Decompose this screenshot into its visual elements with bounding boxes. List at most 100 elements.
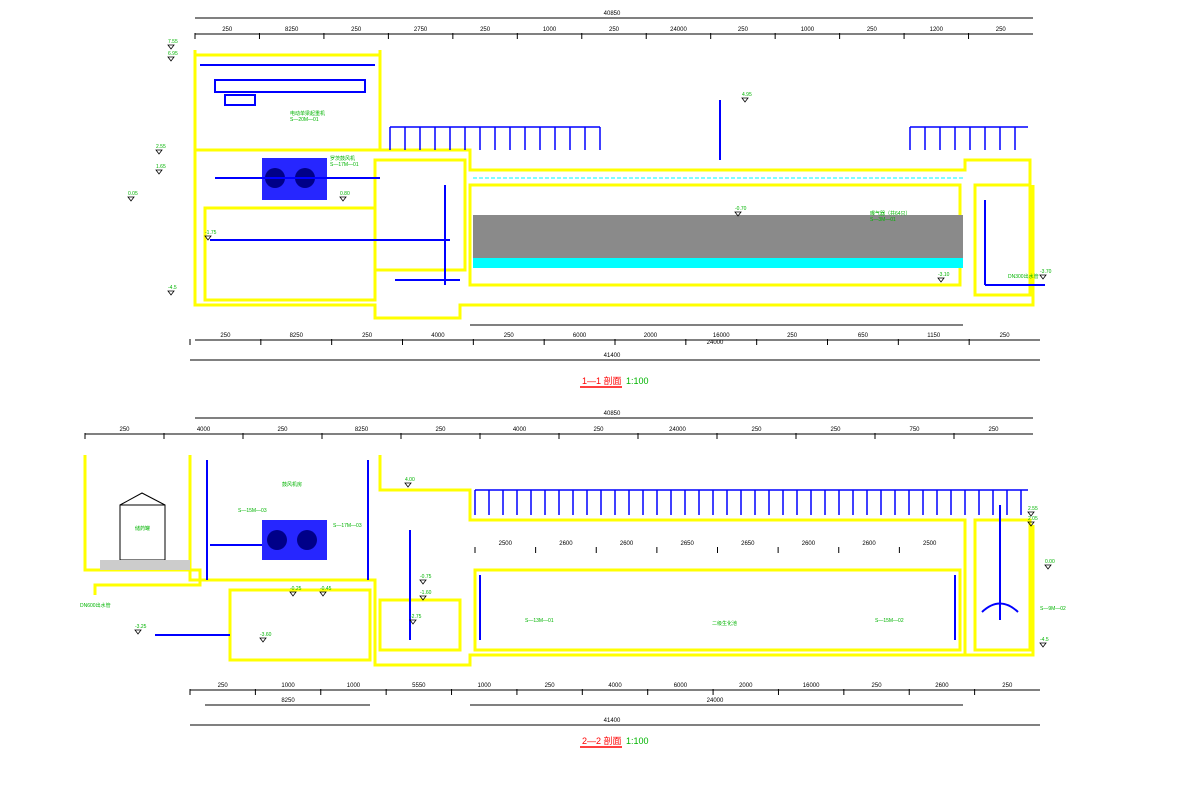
s1-top-dim-4: 250 <box>480 27 491 33</box>
s1-top-dim-12: 250 <box>996 27 1007 33</box>
s1-level-mark-3 <box>155 149 163 155</box>
section1-pipes <box>210 100 1045 286</box>
mixer-ref-2: S—15M—02 <box>875 618 904 624</box>
s1-level-5: 0.05 <box>128 191 138 197</box>
s2-level-9: -3.25 <box>135 624 147 630</box>
blower-ref-2: S—15M—03 <box>238 508 267 514</box>
bottom-dim2-1: 24000 <box>707 340 724 346</box>
s1-level-mark-2 <box>741 97 749 103</box>
s1-level-mark-7 <box>167 290 175 296</box>
s2-level-mark-6 <box>419 579 427 585</box>
s1-top-dim-7: 24000 <box>670 27 687 33</box>
blower-ref-3: S—17M—03 <box>333 523 362 529</box>
s1-level-10: -0.70 <box>735 206 747 212</box>
section1-scale: 1:100 <box>626 376 649 386</box>
section2-pipes <box>155 460 1001 640</box>
s2-level-mark-2 <box>1027 521 1035 527</box>
s2-level-3: 0.00 <box>1045 559 1055 565</box>
mixer-ref-1: S—13M—01 <box>525 618 554 624</box>
s2-bot-dim-3: 5550 <box>412 683 426 689</box>
s1-bot-dim-9: 650 <box>858 333 869 339</box>
s2-level-mark-0 <box>404 482 412 488</box>
section2-railing-posts <box>474 490 1022 515</box>
s2-level-11: -4.5 <box>1040 637 1049 643</box>
s2-top-dim-11: 250 <box>988 427 999 433</box>
s1-level-4: 1.65 <box>156 164 166 170</box>
section2-title: 2—2 剖面 <box>582 735 622 746</box>
s1-top-dim-1: 8250 <box>285 27 299 33</box>
bottom-overall-dim-2: 41400 <box>604 718 621 724</box>
mixer-ref-3: S—9M—02 <box>1040 606 1066 612</box>
aeration-zone-fill <box>473 215 963 263</box>
s2-top-dim-6: 250 <box>593 427 604 433</box>
s2-level-mark-9 <box>134 629 142 635</box>
s1-bot-dim-8: 250 <box>787 333 798 339</box>
s2-top-dim-8: 250 <box>751 427 762 433</box>
blower-ref: S—17M—01 <box>330 162 359 168</box>
s1-top-dim-9: 1000 <box>801 27 815 33</box>
section2-walls <box>83 455 1035 667</box>
s1-level-mark-8 <box>339 196 347 202</box>
s2-mid-dim-2: 2600 <box>620 541 634 547</box>
s2-level-8: -2.75 <box>410 614 422 620</box>
blower-room-label: 鼓风机房 <box>282 481 302 488</box>
s1-top-dim-2: 250 <box>351 27 362 33</box>
s2-mid-dim-4: 2650 <box>741 541 755 547</box>
s2-top-dim-4: 250 <box>435 427 446 433</box>
s1-level-mark-6 <box>204 235 212 241</box>
s1-bot-dim-0: 250 <box>220 333 231 339</box>
s1-bot-dim-6: 2000 <box>644 333 658 339</box>
s2-mid-dim-5: 2600 <box>802 541 816 547</box>
s1-level-11: -3.10 <box>938 272 950 278</box>
s2-level-mark-5 <box>319 591 327 597</box>
bottom-dim2-2: 8250 <box>281 698 295 704</box>
s1-bot-dim-11: 250 <box>1000 333 1011 339</box>
s2-level-4: -0.25 <box>290 586 302 592</box>
s1-level-mark-10 <box>734 211 742 217</box>
s2-bot-dim-7: 6000 <box>674 683 688 689</box>
section2-level-marks: 4.002.552.050.00-0.25-0.45-0.75-1.60-2.7… <box>134 477 1055 648</box>
diffuser-layer <box>473 258 963 268</box>
top-overall-dim-2: 40850 <box>604 411 621 417</box>
s1-top-dim-8: 250 <box>738 27 749 33</box>
s2-mid-dim-0: 2500 <box>499 541 513 547</box>
blower-label: 罗茨鼓风机 <box>330 155 355 162</box>
s1-bot-dim-1: 8250 <box>290 333 304 339</box>
s1-bot-dim-10: 1150 <box>927 333 941 339</box>
s2-top-dim-7: 24000 <box>669 427 686 433</box>
s1-top-dim-6: 250 <box>609 27 620 33</box>
section2-scale: 1:100 <box>626 736 649 746</box>
tank-label: 储药罐 <box>135 525 150 532</box>
s2-bot-dim-2: 1000 <box>347 683 361 689</box>
tank2-label: 二级生化池 <box>712 620 737 627</box>
diffuser-label: 曝气器（共64只） <box>870 210 911 217</box>
s2-level-1: 2.55 <box>1028 506 1038 512</box>
s2-level-mark-11 <box>1039 642 1047 648</box>
s2-level-mark-4 <box>289 591 297 597</box>
s1-level-mark-11 <box>937 277 945 283</box>
s1-level-3: 2.55 <box>156 144 166 150</box>
s2-bot-dim-0: 250 <box>218 683 229 689</box>
section1-railing-posts <box>389 127 1016 150</box>
s2-top-dim-5: 4000 <box>513 427 527 433</box>
s2-mid-dim-3: 2650 <box>681 541 695 547</box>
s1-top-dim-11: 1200 <box>930 27 944 33</box>
s2-level-mark-3 <box>1044 564 1052 570</box>
s1-level-8: 0.80 <box>340 191 350 197</box>
section2-blower <box>262 520 327 560</box>
s1-bot-dim-5: 6000 <box>573 333 587 339</box>
section1-crane <box>200 64 375 106</box>
tank-base <box>100 560 190 570</box>
s2-level-5: -0.45 <box>320 586 332 592</box>
s2-bot-dim-4: 1000 <box>478 683 492 689</box>
s2-bot-dim-6: 4000 <box>608 683 622 689</box>
crane-ref: S—20M—01 <box>290 117 319 123</box>
s1-level-mark-9 <box>1039 274 1047 280</box>
